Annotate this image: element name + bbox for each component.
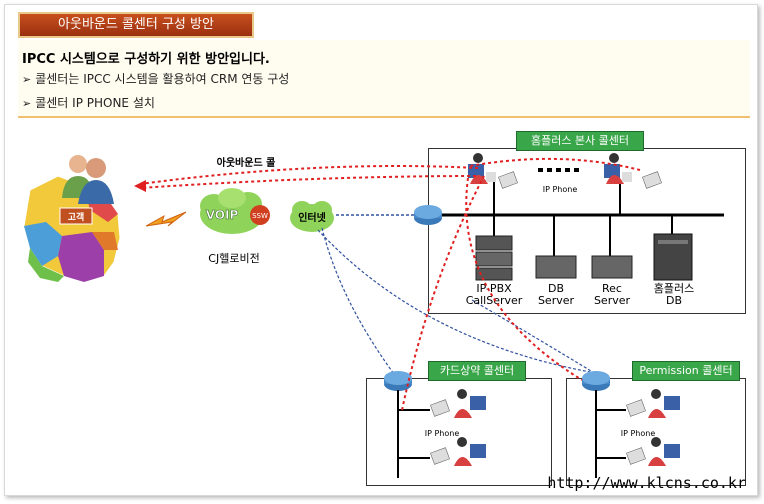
server-label-4a: 홈플러스 [654, 281, 694, 295]
header-heading: IPCC 시스템으로 구성하기 위한 방안입니다. [22, 52, 270, 67]
internet-label: 인터넷 [298, 211, 326, 224]
outbound-call-arrow-2 [139, 175, 477, 189]
hq-to-permission-link [471, 299, 597, 375]
website-url[interactable]: http://www.klcns.co.kr [547, 474, 746, 492]
hq-dots [538, 168, 579, 172]
permission-panel-title: Permission 콜센터 [632, 361, 740, 381]
permission-agent-workstation-1 [648, 389, 680, 418]
internet-to-permission-link [317, 229, 591, 373]
bullet-2: ➢콜센터 IP PHONE 설치 [22, 94, 155, 111]
header-box [18, 40, 750, 118]
hq-ip-phone-label: IP Phone [543, 185, 578, 194]
hq-panel-title: 홈플러스 본사 콜센터 [516, 131, 644, 151]
hq-agent-workstation-1 [468, 153, 496, 184]
card-agent-workstation-1 [454, 389, 486, 418]
customer-badge [59, 207, 93, 225]
voip-label: VOIP [206, 208, 239, 222]
customer-people-icon [62, 155, 114, 204]
internet-to-card-link [321, 227, 395, 375]
permission-router-icon [582, 371, 610, 391]
bullet-1-text: 콜센터는 IPCC 시스템을 활용하여 CRM 연동 구성 [35, 72, 290, 86]
hq-router-icon [414, 205, 442, 225]
ip-phone-icon [626, 447, 646, 465]
arrowhead-icon [134, 180, 146, 192]
hq-agent-workstation-2 [604, 153, 632, 184]
ip-phone-icon [626, 399, 646, 417]
card-panel-title: 카드상약 콜센터 [428, 361, 526, 381]
ip-phone-icon [430, 399, 450, 417]
carrier-label: CJ헬로비전 [208, 252, 259, 265]
homeplus-db-icon [653, 233, 693, 281]
bullet-1: ➢콜센터는 IPCC 시스템을 활용하여 CRM 연동 구성 [22, 70, 289, 87]
outbound-call-arrow-5 [465, 177, 583, 381]
outbound-call-arrow-4 [401, 175, 485, 411]
lightning-icon [145, 211, 187, 227]
voip-cloud-icon [200, 188, 264, 234]
ip-phone-icon [430, 447, 450, 465]
server-label-2a: DB [548, 282, 564, 295]
outbound-call-arrow-1 [139, 165, 479, 185]
arrow-bullet-icon: ➢ [22, 97, 32, 110]
permission-ip-phone-label: IP Phone [621, 429, 656, 438]
outbound-call-label: 아웃바운드 콜 [217, 156, 276, 169]
server-label-3b: Server [594, 294, 631, 307]
customer-label: 고객 [68, 212, 85, 223]
ippbx-server-icon [475, 235, 513, 281]
ip-phone-icon [498, 171, 518, 189]
card-agent-workstation-2 [454, 437, 486, 466]
slide-title: 아웃바운드 콜센터 구성 방안 [18, 12, 254, 38]
server-label-4b: DB [666, 294, 682, 307]
card-ip-phone-label: IP Phone [425, 429, 460, 438]
server-label-3a: Rec [602, 282, 622, 295]
ssw-badge [250, 205, 270, 225]
internet-cloud-icon [290, 201, 334, 232]
outbound-call-arrow-3 [469, 157, 641, 171]
db-server-icon [535, 255, 577, 279]
permission-agent-workstation-2 [648, 437, 680, 466]
ip-phone-icon [642, 171, 662, 189]
arrow-bullet-icon: ➢ [22, 73, 32, 86]
bullet-2-text: 콜센터 IP PHONE 설치 [35, 96, 155, 110]
rec-server-icon [591, 255, 633, 279]
card-router-icon [384, 371, 412, 391]
ssw-label: SSW [252, 212, 268, 220]
server-label-2b: Server [538, 294, 575, 307]
